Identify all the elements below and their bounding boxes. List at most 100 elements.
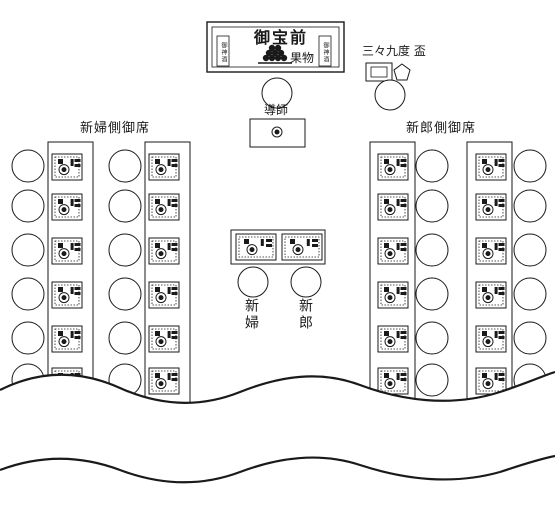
- cup-icon: [155, 199, 160, 204]
- place-setting: [51, 237, 83, 265]
- chopstick-icon: [498, 336, 505, 339]
- plate-center: [485, 381, 491, 387]
- place-setting: [475, 325, 507, 353]
- chopstick-icon: [74, 204, 81, 207]
- place-setting: [377, 237, 409, 265]
- fruit-icon: [280, 54, 288, 62]
- chopstick-icon: [74, 373, 81, 376]
- chopstick-icon: [171, 378, 178, 381]
- chopstick-icon: [400, 248, 407, 251]
- chopstick-icon: [498, 292, 505, 295]
- groom-label: 新郎: [297, 298, 313, 332]
- card-icon: [396, 199, 400, 206]
- cup-icon: [482, 373, 487, 378]
- chopstick-icon: [74, 287, 81, 290]
- cup-icon: [482, 243, 487, 248]
- plate-center: [485, 207, 491, 213]
- chopstick-icon: [171, 336, 178, 339]
- chopstick-icon: [400, 199, 407, 202]
- card-icon: [494, 159, 498, 166]
- chopstick-icon: [400, 292, 407, 295]
- cup-icon: [58, 159, 63, 164]
- cup-icon: [58, 199, 63, 204]
- plate-center: [485, 295, 491, 301]
- chopstick-icon: [171, 164, 178, 167]
- chair-seat: [513, 149, 547, 183]
- chopstick-icon: [74, 159, 81, 162]
- place-setting: [475, 237, 507, 265]
- card-icon: [396, 159, 400, 166]
- chopstick-icon: [74, 248, 81, 251]
- officiant-label: 導師: [264, 103, 289, 117]
- cup-icon: [482, 287, 487, 292]
- chopstick-icon: [400, 336, 407, 339]
- card-icon: [70, 199, 74, 206]
- place-setting: [377, 367, 409, 395]
- chopstick-icon: [498, 373, 505, 376]
- fruit-icon: [268, 54, 276, 62]
- plate-center: [387, 295, 393, 301]
- plate-center: [485, 251, 491, 257]
- chair-seat: [374, 79, 406, 111]
- chair-seat: [237, 266, 269, 298]
- plate-center: [387, 381, 393, 387]
- chopstick-icon: [400, 378, 407, 381]
- plate-center: [61, 339, 67, 345]
- cup-icon: [155, 243, 160, 248]
- sake-left-label: 御神酒: [220, 42, 227, 63]
- place-setting: [377, 325, 409, 353]
- sake-right-flask: [318, 35, 332, 67]
- tear-edge-top: [0, 370, 555, 404]
- plate-center: [295, 247, 301, 253]
- cup-icon: [384, 243, 389, 248]
- card-icon: [494, 199, 498, 206]
- cup-icon: [384, 199, 389, 204]
- plate-center: [158, 339, 164, 345]
- chopstick-icon: [498, 287, 505, 290]
- plate-center: [387, 207, 393, 213]
- cup-icon: [155, 287, 160, 292]
- chopstick-icon: [400, 373, 407, 376]
- place-setting: [148, 237, 180, 265]
- chopstick-icon: [498, 331, 505, 334]
- place-setting: [148, 281, 180, 309]
- plate-center: [158, 381, 164, 387]
- plate-center: [61, 207, 67, 213]
- fruit-icon: [271, 49, 279, 57]
- chopstick-icon: [498, 248, 505, 251]
- fruit-icon: [262, 54, 270, 62]
- groom-side-label: 新郎側御席: [406, 121, 477, 136]
- plate-center: [387, 251, 393, 257]
- plate-center: [158, 167, 164, 173]
- place-setting: [475, 193, 507, 221]
- place-setting: [148, 193, 180, 221]
- chopstick-icon: [171, 199, 178, 202]
- chopstick-icon: [74, 199, 81, 202]
- chopstick-icon: [171, 292, 178, 295]
- chair-seat: [513, 321, 547, 355]
- chopstick-icon: [312, 244, 318, 247]
- place-setting: [475, 281, 507, 309]
- card-icon: [396, 331, 400, 338]
- card-icon: [70, 243, 74, 250]
- chopstick-icon: [400, 331, 407, 334]
- chopstick-icon: [498, 243, 505, 246]
- card-icon: [167, 373, 171, 380]
- cup-icon: [384, 373, 389, 378]
- chopstick-icon: [400, 204, 407, 207]
- chopstick-icon: [498, 199, 505, 202]
- fruit-icon: [274, 54, 282, 62]
- place-setting: [475, 367, 507, 395]
- place-setting: [281, 233, 323, 261]
- chopstick-icon: [266, 244, 272, 247]
- fruit-icon: [265, 49, 273, 57]
- card-icon: [167, 331, 171, 338]
- chopstick-icon: [400, 164, 407, 167]
- plate-center: [158, 207, 164, 213]
- plate-center: [387, 339, 393, 345]
- chair-seat: [415, 233, 449, 267]
- plate-center: [158, 251, 164, 257]
- chair-seat: [108, 149, 142, 183]
- chair-seat: [415, 149, 449, 183]
